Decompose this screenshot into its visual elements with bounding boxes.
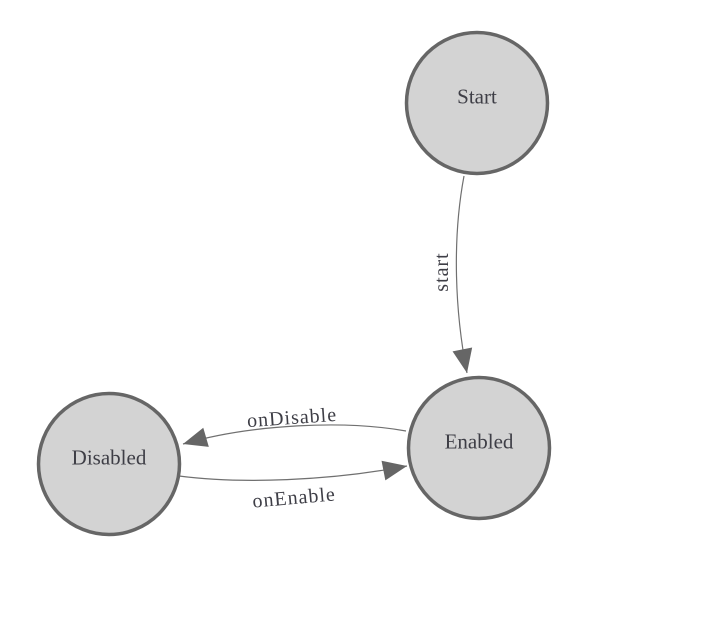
node-label-start: Start: [457, 84, 497, 108]
edge-label-start: start: [431, 252, 453, 291]
node-label-enabled: Enabled: [445, 429, 514, 453]
node-circle-disabled: [36, 391, 182, 537]
state-node-start[interactable]: Start: [404, 30, 550, 176]
state-node-enabled[interactable]: Enabled: [406, 375, 552, 521]
edge-enabled-to-disabled[interactable]: onDisable: [182, 404, 407, 447]
state-node-disabled[interactable]: Disabled: [36, 391, 182, 537]
edge-label-ondisable: onDisable: [246, 404, 337, 432]
node-circle-start: [404, 30, 550, 176]
edge-label-onenable: onEnable: [252, 483, 337, 512]
node-circle-enabled: [406, 375, 552, 521]
edge-start-to-enabled[interactable]: start: [431, 175, 473, 374]
edge-disabled-to-enabled[interactable]: onEnable: [178, 460, 408, 513]
node-label-disabled: Disabled: [72, 445, 147, 469]
